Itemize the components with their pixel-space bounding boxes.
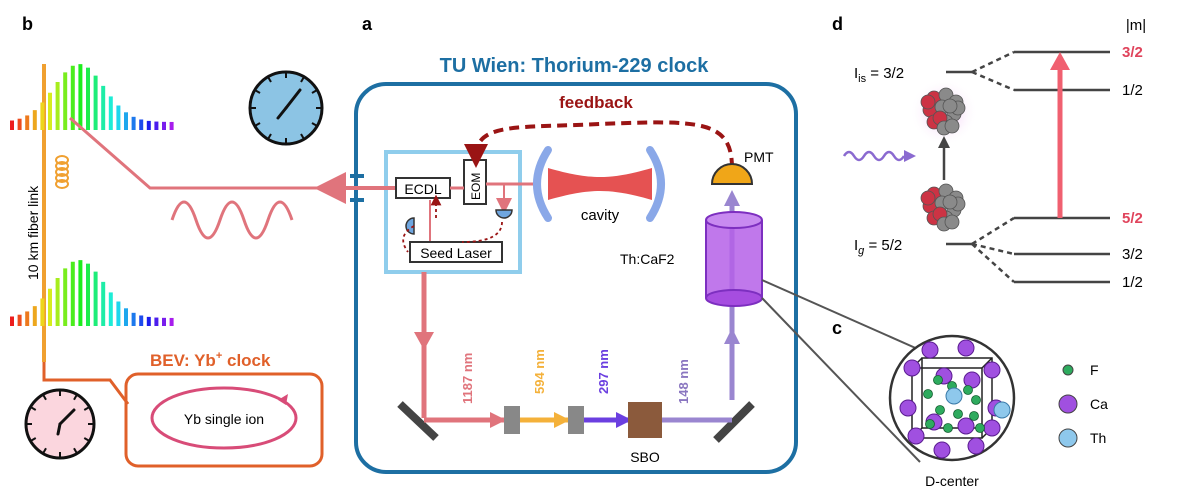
panel-label-b: b [22,14,33,34]
legend-label: Ca [1090,396,1108,412]
feedback-line [464,120,734,169]
nucleus-icon [920,87,966,136]
ecdl-label: ECDL [404,181,442,197]
frequency-comb-bottom [10,260,174,326]
cavity-label: cavity [581,207,620,224]
wavelength-148: 148 nm [676,359,691,404]
bev-title: BEV: Yb+ clock [150,350,271,370]
laser-system-box [384,150,522,274]
cavity-beam [548,168,652,200]
lower-level-3-2: 3/2 [1122,246,1143,263]
wavelength-297: 297 nm [596,349,611,394]
upper-level-3-2: 3/2 [1122,44,1143,61]
mirror-icon [713,401,755,443]
wavelength-594: 594 nm [532,349,547,394]
nucleus-icon [920,183,966,232]
legend-swatch [1058,394,1078,414]
iis-label: Iis = 3/2 [854,65,904,85]
panel-d: |m| 3/2 1/2 Iis = 3/2 5/2 3/2 1/2 Ig = 5… [842,17,1146,291]
sbo-crystal [628,402,662,438]
lower-level-1-2: 1/2 [1122,274,1143,291]
zoom-line [761,297,921,463]
eom-label: EOM [469,173,483,200]
crystal [705,211,763,307]
tu-wien-title: TU Wien: Thorium-229 clock [440,55,710,77]
zoom-line [761,279,921,351]
doubler-2 [568,406,584,434]
mirror-icon [397,401,439,441]
seed-laser-box [409,241,503,263]
panel-b: 10 km fiber link BEV: Yb+ clock Yb singl… [10,64,338,468]
cavity-mirror-left [533,146,552,222]
legend-swatch [1058,428,1078,448]
m-header: |m| [1126,17,1146,34]
seed-laser-label: Seed Laser [420,245,492,261]
frequency-comb-top [10,64,174,130]
panel-label-c: c [832,318,842,338]
ion-label: Yb single ion [184,411,264,427]
ion-ring-arrow [278,394,288,405]
cavity-mirror-right [646,146,665,222]
wavelength-1187: 1187 nm [460,353,475,404]
tu-wien-box [354,82,798,474]
panel-label-a: a [362,14,373,34]
detector-icon [495,209,513,219]
bev-box [124,372,324,468]
crystal-lattice [899,339,1011,459]
upper-level-1-2: 1/2 [1122,82,1143,99]
legend-label: F [1090,362,1099,378]
photon-icon [842,150,906,162]
legend-label: Th [1090,430,1106,446]
crystal-label: Th:CaF2 [620,251,675,267]
d-center-label: D-center [925,473,979,489]
ion-trap-ring [150,386,298,450]
pmt-detector [710,163,754,185]
lower-level-5-2: 5/2 [1122,210,1143,227]
clock-icon [24,388,96,460]
feedback-label: feedback [559,93,633,112]
bev-link-line [42,362,130,405]
fiber-link-label: 10 km fiber link [25,185,41,280]
panel-label-d: d [832,14,843,34]
comb-link-line [69,116,338,190]
clock-icon [248,70,324,146]
sbo-label: SBO [630,449,660,465]
ig-label: Ig = 5/2 [854,237,902,257]
panel-a: TU Wien: Thorium-229 clock ECDL EOM Seed… [314,55,798,474]
doubler-1 [504,406,520,434]
pmt-label: PMT [744,149,774,165]
fiber-coil-icon [55,155,69,189]
wave-icon [170,200,294,240]
legend-swatch [1062,364,1074,376]
